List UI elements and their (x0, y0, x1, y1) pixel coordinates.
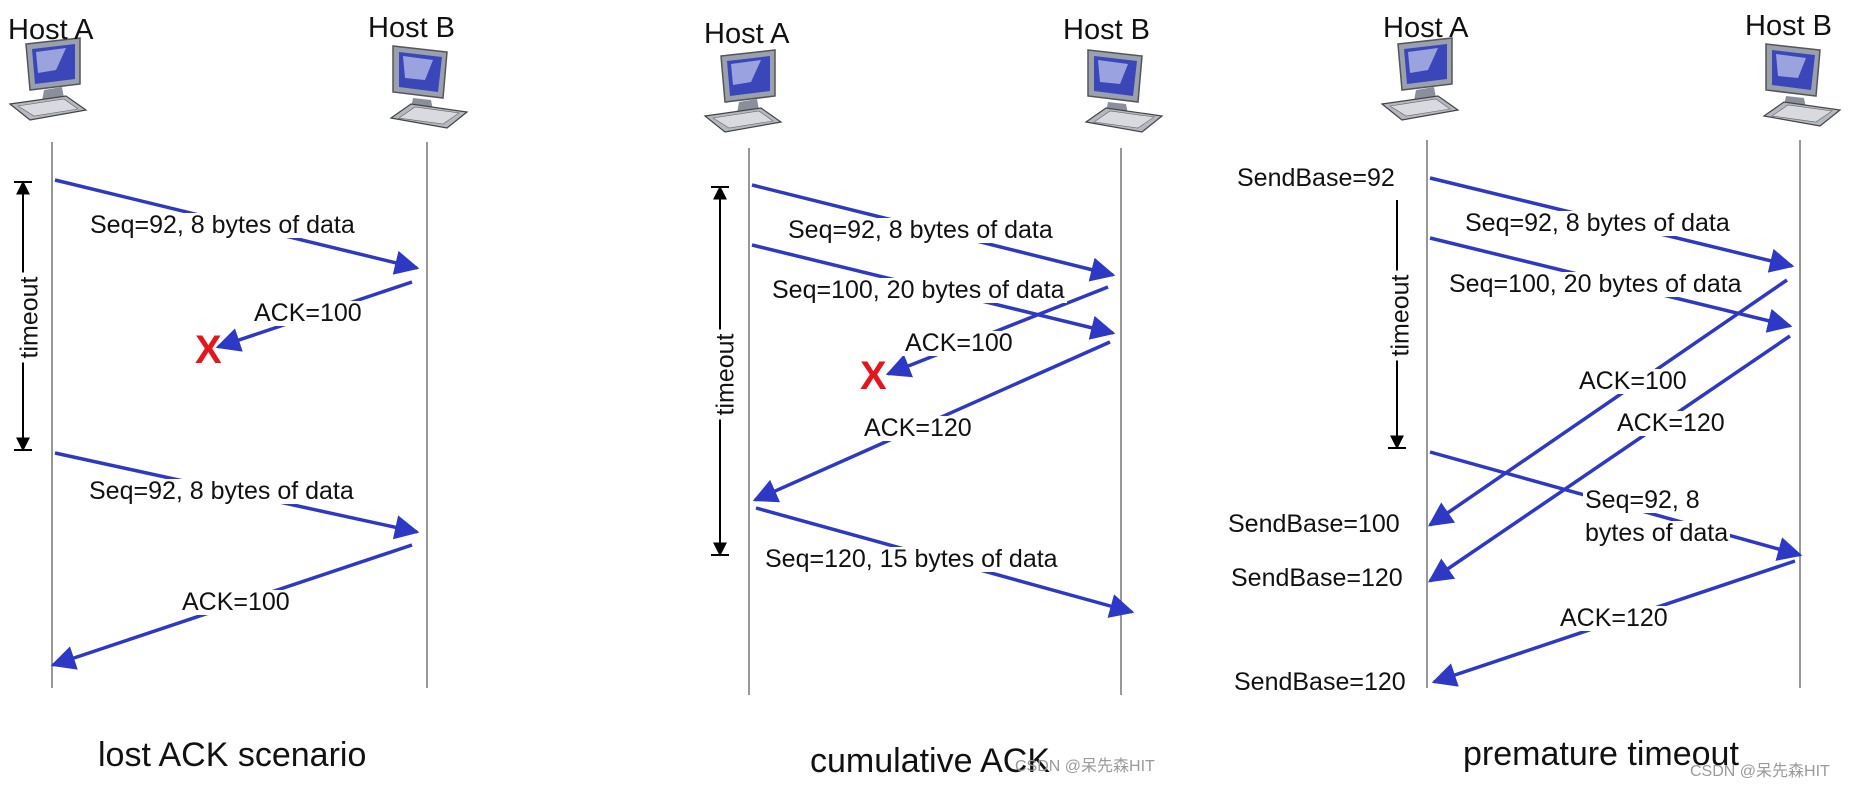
ack-label: ACK=120 (1558, 604, 1670, 632)
ack-label: ACK=120 (1615, 409, 1727, 437)
host-a-computer-icon (6, 32, 92, 128)
panel-caption: lost ACK scenario (98, 736, 367, 774)
segment-label: Seq=92, 8 (1583, 486, 1702, 514)
watermark: CSDN @呆先森HIT (1015, 758, 1155, 775)
ack-label: ACK=120 (862, 414, 974, 442)
ack-label: ACK=100 (1577, 367, 1689, 395)
sendbase-label: SendBase=92 (1237, 164, 1395, 192)
timeout-label: timeout (1386, 270, 1414, 361)
loss-marker: X (860, 354, 887, 398)
ack-label: ACK=100 (903, 329, 1015, 357)
segment-label: Seq=92, 8 bytes of data (87, 477, 356, 505)
host-a-computer-icon (1378, 32, 1464, 128)
host-b-computer-icon (385, 40, 471, 136)
host-b-computer-icon (1758, 38, 1844, 134)
sendbase-label: SendBase=100 (1228, 510, 1400, 538)
sendbase-label: SendBase=120 (1234, 668, 1406, 696)
watermark: CSDN @呆先森HIT (1690, 763, 1830, 780)
host-b-label: Host B (1063, 14, 1151, 46)
segment-label: Seq=92, 8 bytes of data (88, 211, 357, 239)
sendbase-label: SendBase=120 (1231, 564, 1403, 592)
arrow-ack100 (1427, 278, 1788, 527)
host-b-label: Host B (1745, 10, 1833, 42)
host-a-label: Host A (1383, 12, 1469, 44)
host-a-label: Host A (704, 18, 790, 50)
segment-label: Seq=120, 15 bytes of data (763, 545, 1060, 573)
loss-marker: X (195, 328, 222, 372)
segment-label: Seq=92, 8 bytes of data (1463, 209, 1732, 237)
segment-label: Seq=100, 20 bytes of data (1447, 270, 1744, 298)
panel-caption: cumulative ACK (810, 742, 1050, 780)
segment-label-continued: bytes of data (1583, 519, 1731, 547)
arrow-ack120 (1427, 334, 1791, 583)
arrow-ack100-lost (885, 285, 1109, 378)
host-b-label: Host B (368, 12, 456, 44)
ack-label: ACK=100 (180, 588, 292, 616)
segment-label: Seq=92, 8 bytes of data (786, 216, 1055, 244)
host-a-computer-icon (701, 44, 787, 140)
timeout-label: timeout (15, 272, 43, 363)
segment-label: Seq=100, 20 bytes of data (770, 276, 1067, 304)
host-a-label: Host A (8, 14, 94, 46)
ack-label: ACK=100 (252, 299, 364, 327)
host-b-computer-icon (1080, 44, 1166, 140)
timeout-label: timeout (711, 329, 739, 420)
panel-caption: premature timeout (1463, 735, 1739, 773)
